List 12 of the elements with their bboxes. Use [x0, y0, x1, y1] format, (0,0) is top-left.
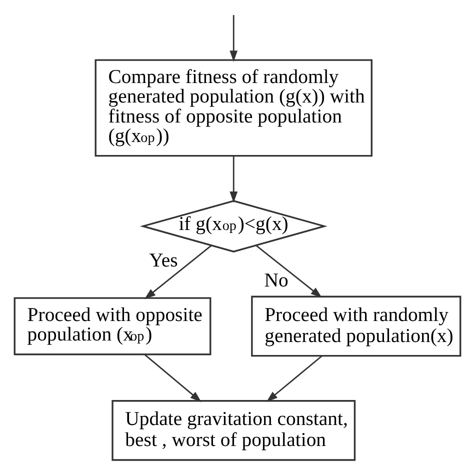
edge-label: No [264, 270, 288, 292]
node-box: Proceed with randomly generated population(x) [250, 296, 461, 357]
arrow [144, 244, 212, 300]
arrow [255, 244, 322, 298]
node-box: Update gravitation constant, best , worst of population [111, 400, 356, 461]
arrow [266, 355, 322, 402]
arrow [144, 354, 201, 402]
node-box: Proceed with opposite population (xop) [13, 297, 211, 356]
node-box: Compare fitness of randomly generated population (g(x)) with fitness of opposite population (g(xop)) [94, 59, 372, 157]
arrow [229, 15, 238, 62]
arrow [229, 156, 238, 203]
node-diamond: if g(xop)<g(x) [139, 200, 327, 252]
